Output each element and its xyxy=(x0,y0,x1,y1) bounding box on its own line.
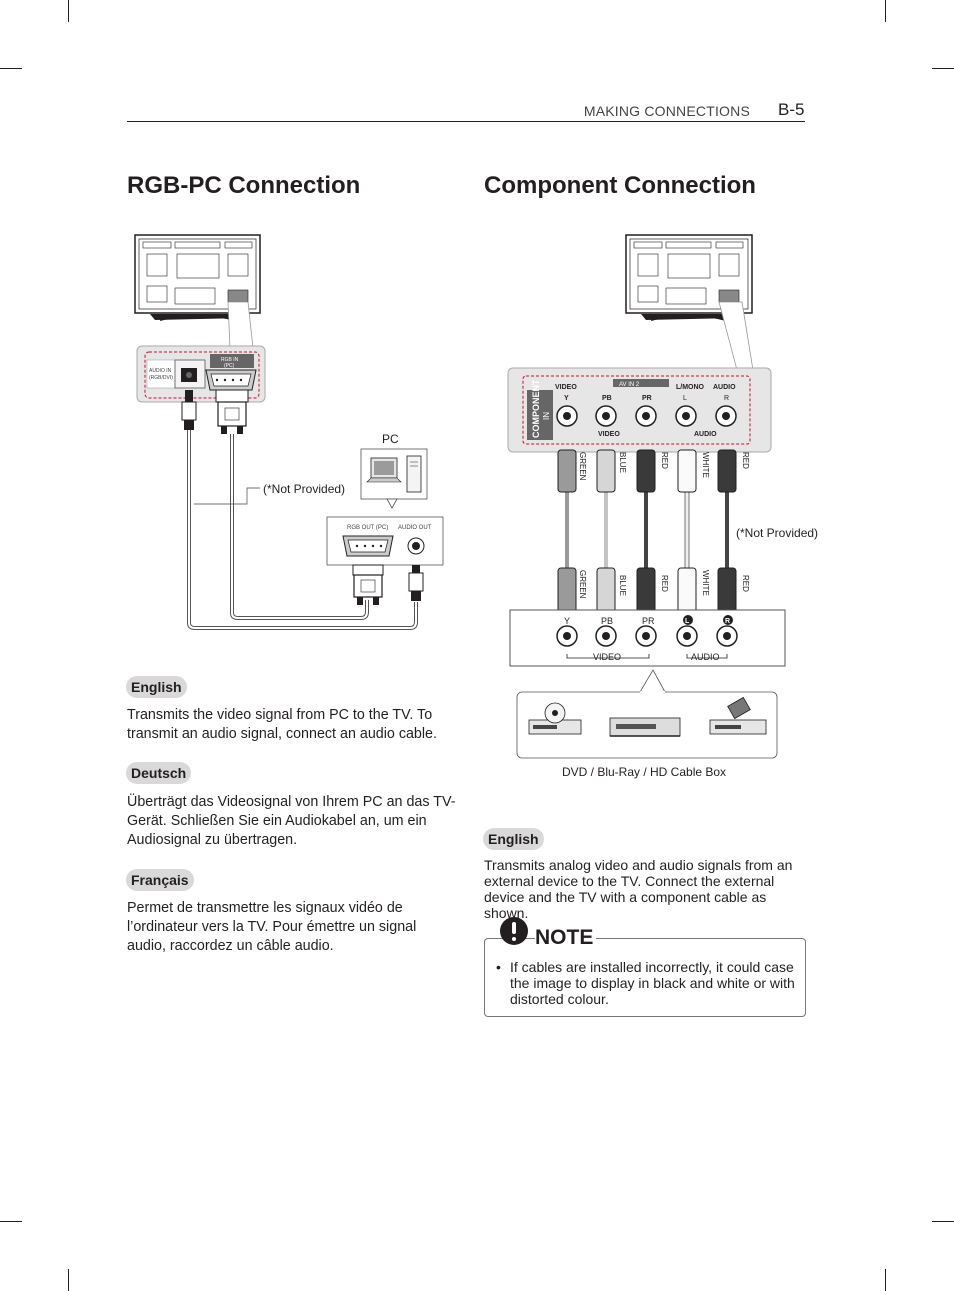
component-english-badge: English xyxy=(483,828,544,850)
device-port-y: Y xyxy=(564,616,570,626)
tv-rgb-port-label2: (PC) xyxy=(224,363,235,369)
rgb-english-text: Transmits the video signal from PC to th… xyxy=(127,707,437,742)
component-english-text: Transmits analog video and audio signals… xyxy=(484,857,793,921)
rgb-francais-badge: Français xyxy=(126,869,194,891)
cable-label-red2-top: RED xyxy=(741,452,750,469)
component-diagram: COMPONENT IN VIDEO AV IN 2 L/MONO AUDIO … xyxy=(507,234,786,759)
page-number: B-5 xyxy=(778,100,805,119)
crop-mark xyxy=(932,1221,954,1222)
tv-rgb-port-label: RGB IN xyxy=(221,357,239,363)
rgb-deutsch-text: Überträgt das Videosignal von Ihrem PC a… xyxy=(127,794,456,848)
tv-back xyxy=(134,234,261,321)
panel-in-label: IN xyxy=(542,412,551,420)
component-not-provided: (*Not Provided) xyxy=(736,526,819,540)
note-title: NOTE xyxy=(535,926,597,950)
cable-label-green-bottom: GREEN xyxy=(578,570,587,599)
rgb-title: RGB-PC Connection xyxy=(127,172,361,199)
rgb-francais-text: Permet de transmettre les signaux vidéo … xyxy=(127,900,417,954)
crop-mark xyxy=(932,68,954,69)
tv-audio-port-label2: (RGB/DVI) xyxy=(149,375,173,381)
rgb-diagram: AUDIO IN (RGB/DVI) RGB IN (PC) RGB OUT (… xyxy=(134,234,444,630)
cable-label-green-top: GREEN xyxy=(578,452,587,481)
pc-rgb-port-label: RGB OUT (PC) xyxy=(347,525,388,531)
panel-video-bottom: VIDEO xyxy=(598,431,620,438)
device-port-pb: PB xyxy=(601,616,613,626)
device-video-label: VIDEO xyxy=(593,652,621,662)
cable-label-white-top: WHITE xyxy=(701,452,710,478)
device-audio-label: AUDIO xyxy=(691,652,720,662)
section-header: MAKING CONNECTIONS xyxy=(583,103,750,119)
crop-mark xyxy=(68,1269,69,1291)
note-text: If cables are installed incorrectly, it … xyxy=(510,959,795,1007)
device-port-r: R xyxy=(725,618,730,625)
rgb-not-provided: (*Not Provided) xyxy=(263,482,346,496)
cable-label-red2-bottom: RED xyxy=(741,575,750,592)
rgb-deutsch-badge: Deutsch xyxy=(126,762,192,784)
panel-video-top: VIDEO xyxy=(555,384,577,391)
cable-label-white-bottom: WHITE xyxy=(701,570,710,596)
rgb-english-badge: English xyxy=(126,676,187,698)
panel-port-r: R xyxy=(724,395,729,402)
cable-label-blue-top: BLUE xyxy=(618,452,627,473)
pc-audio-port-label: AUDIO OUT xyxy=(398,525,432,531)
exclamation-icon xyxy=(500,917,528,945)
crop-mark xyxy=(885,0,886,22)
cable-label-red-bottom: RED xyxy=(660,575,669,592)
panel-port-pr: PR xyxy=(642,395,652,402)
crop-mark xyxy=(0,1221,22,1222)
tv-back xyxy=(625,234,753,321)
header-rule xyxy=(127,121,805,122)
panel-audio-top: AUDIO xyxy=(713,384,736,391)
component-title: Component Connection xyxy=(484,172,756,199)
device-caption: DVD / Blu-Ray / HD Cable Box xyxy=(562,765,727,779)
cable-label-red-top: RED xyxy=(660,452,669,469)
cable-label-blue-bottom: BLUE xyxy=(618,575,627,596)
device-port-l: L xyxy=(685,618,690,625)
panel-audio-bottom: AUDIO xyxy=(694,431,717,438)
panel-component-label: COMPONENT xyxy=(531,379,541,438)
bullet-icon: • xyxy=(496,959,501,975)
panel-avin: AV IN 2 xyxy=(619,382,640,388)
device-port-pr: PR xyxy=(642,616,655,626)
crop-mark xyxy=(885,1269,886,1291)
panel-port-y: Y xyxy=(564,395,569,402)
crop-mark xyxy=(0,68,22,69)
panel-port-l: L xyxy=(683,395,687,402)
panel-port-pb: PB xyxy=(602,395,612,402)
note-box xyxy=(484,938,806,1017)
tv-audio-port-label: AUDIO IN xyxy=(149,368,172,374)
pc-label: PC xyxy=(382,432,399,446)
crop-mark xyxy=(68,0,69,22)
panel-lmono: L/MONO xyxy=(676,384,705,391)
